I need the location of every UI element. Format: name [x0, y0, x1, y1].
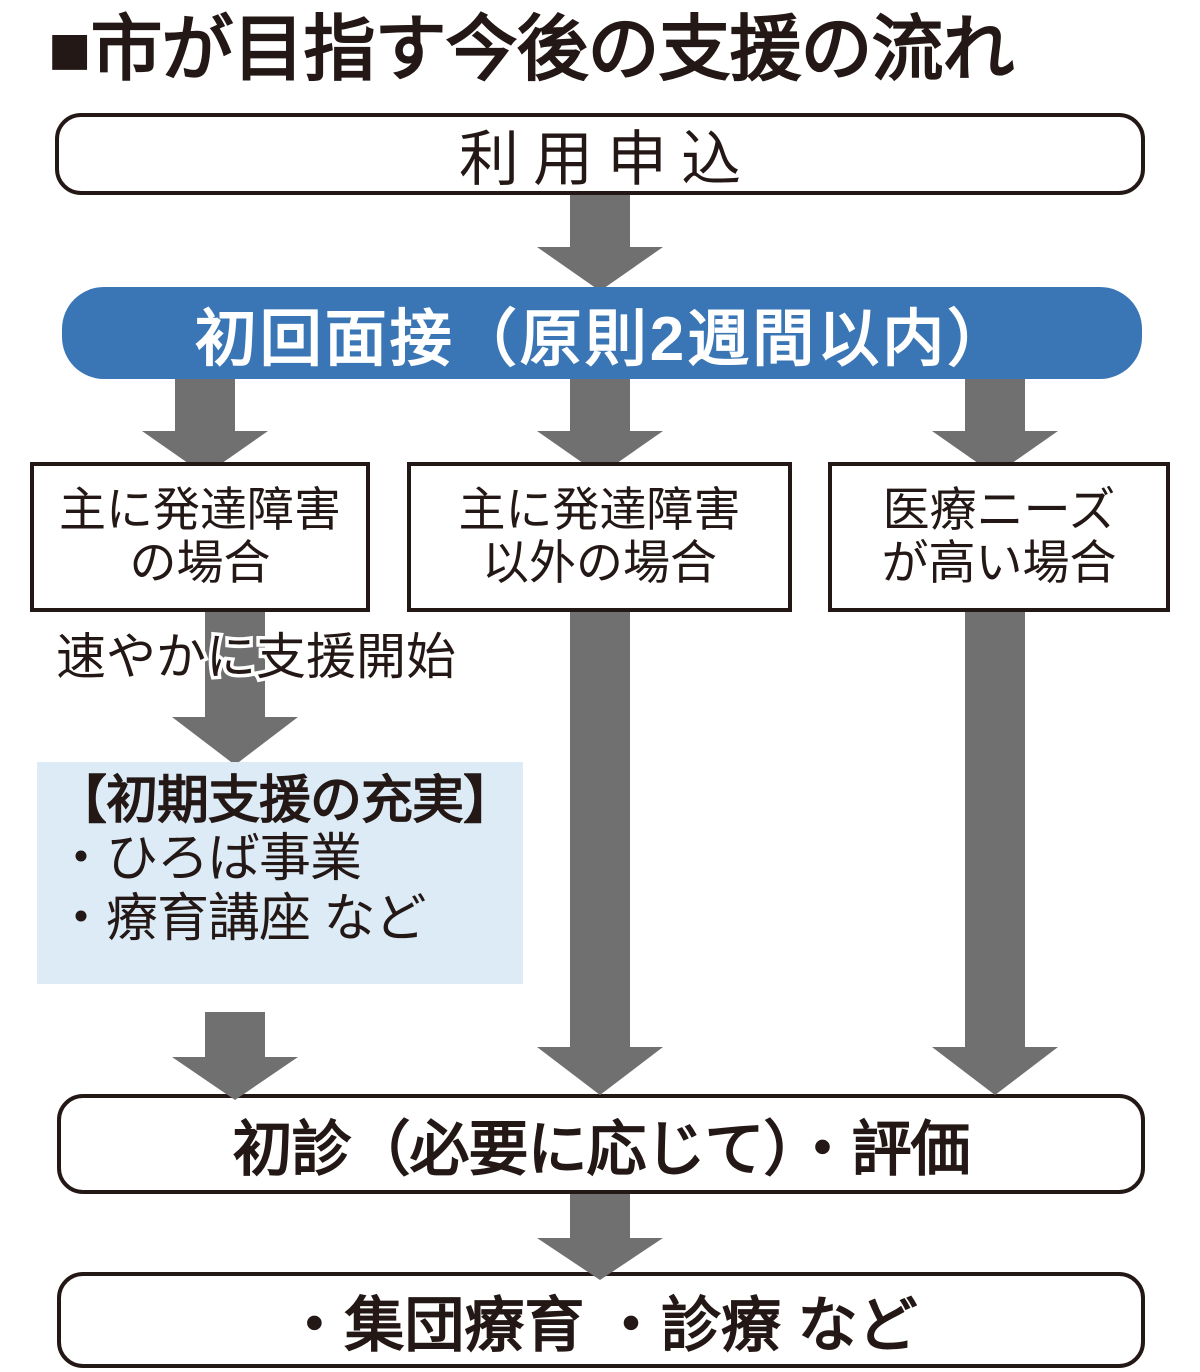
flow-node-application-label: 利用申込 [459, 125, 755, 193]
flow-node-outcome: ・集団療育 ・診療 など [57, 1272, 1145, 1368]
down-arrow-icon [537, 610, 663, 1095]
flow-branch-medical-needs-line1: 医療ニーズ [882, 483, 1116, 537]
support-panel-item-0: ・ひろば事業 [55, 830, 362, 889]
flow-branch-non-developmental-line1: 主に発達障害 [458, 483, 741, 537]
down-arrow-icon [172, 610, 298, 765]
support-panel-heading: 【初期支援の充実】 [55, 772, 515, 830]
caption-quick-start: 速やかに支援開始 [53, 629, 460, 686]
down-arrow-icon [537, 379, 663, 475]
flow-branch-non-developmental: 主に発達障害 以外の場合 [407, 462, 792, 612]
flow-branch-developmental: 主に発達障害 の場合 [30, 462, 370, 612]
down-arrow-icon [537, 195, 663, 291]
flow-node-first-interview-label: 初回面接（原則2週間以内） [194, 305, 1013, 374]
flow-branch-medical-needs: 医療ニーズ が高い場合 [828, 462, 1170, 612]
flow-node-application: 利用申込 [55, 113, 1145, 195]
flow-branch-non-developmental-line2: 以外の場合 [482, 536, 717, 589]
flow-node-initial-exam: 初診（必要に応じて）・評価 [57, 1094, 1145, 1194]
flow-node-initial-exam-label: 初診（必要に応じて）・評価 [232, 1115, 971, 1183]
down-arrow-icon [932, 610, 1058, 1095]
flow-node-outcome-label: ・集団療育 ・診療 など [284, 1291, 918, 1359]
down-arrow-icon [932, 379, 1058, 475]
support-enhancement-panel: 【初期支援の充実】 ・ひろば事業 ・療育講座 など [37, 762, 523, 984]
down-arrow-icon [142, 379, 268, 475]
page-title: ■市が目指す今後の支援の流れ [48, 10, 1015, 90]
flow-branch-developmental-line2: の場合 [129, 536, 271, 589]
flow-branch-developmental-line1: 主に発達障害 [59, 483, 341, 537]
down-arrow-icon [172, 1012, 298, 1100]
support-panel-item-1: ・療育講座 など [55, 889, 426, 948]
flow-branch-medical-needs-line2: が高い場合 [881, 536, 1117, 589]
flow-node-first-interview: 初回面接（原則2週間以内） [62, 287, 1142, 379]
down-arrow-icon [537, 1194, 663, 1280]
